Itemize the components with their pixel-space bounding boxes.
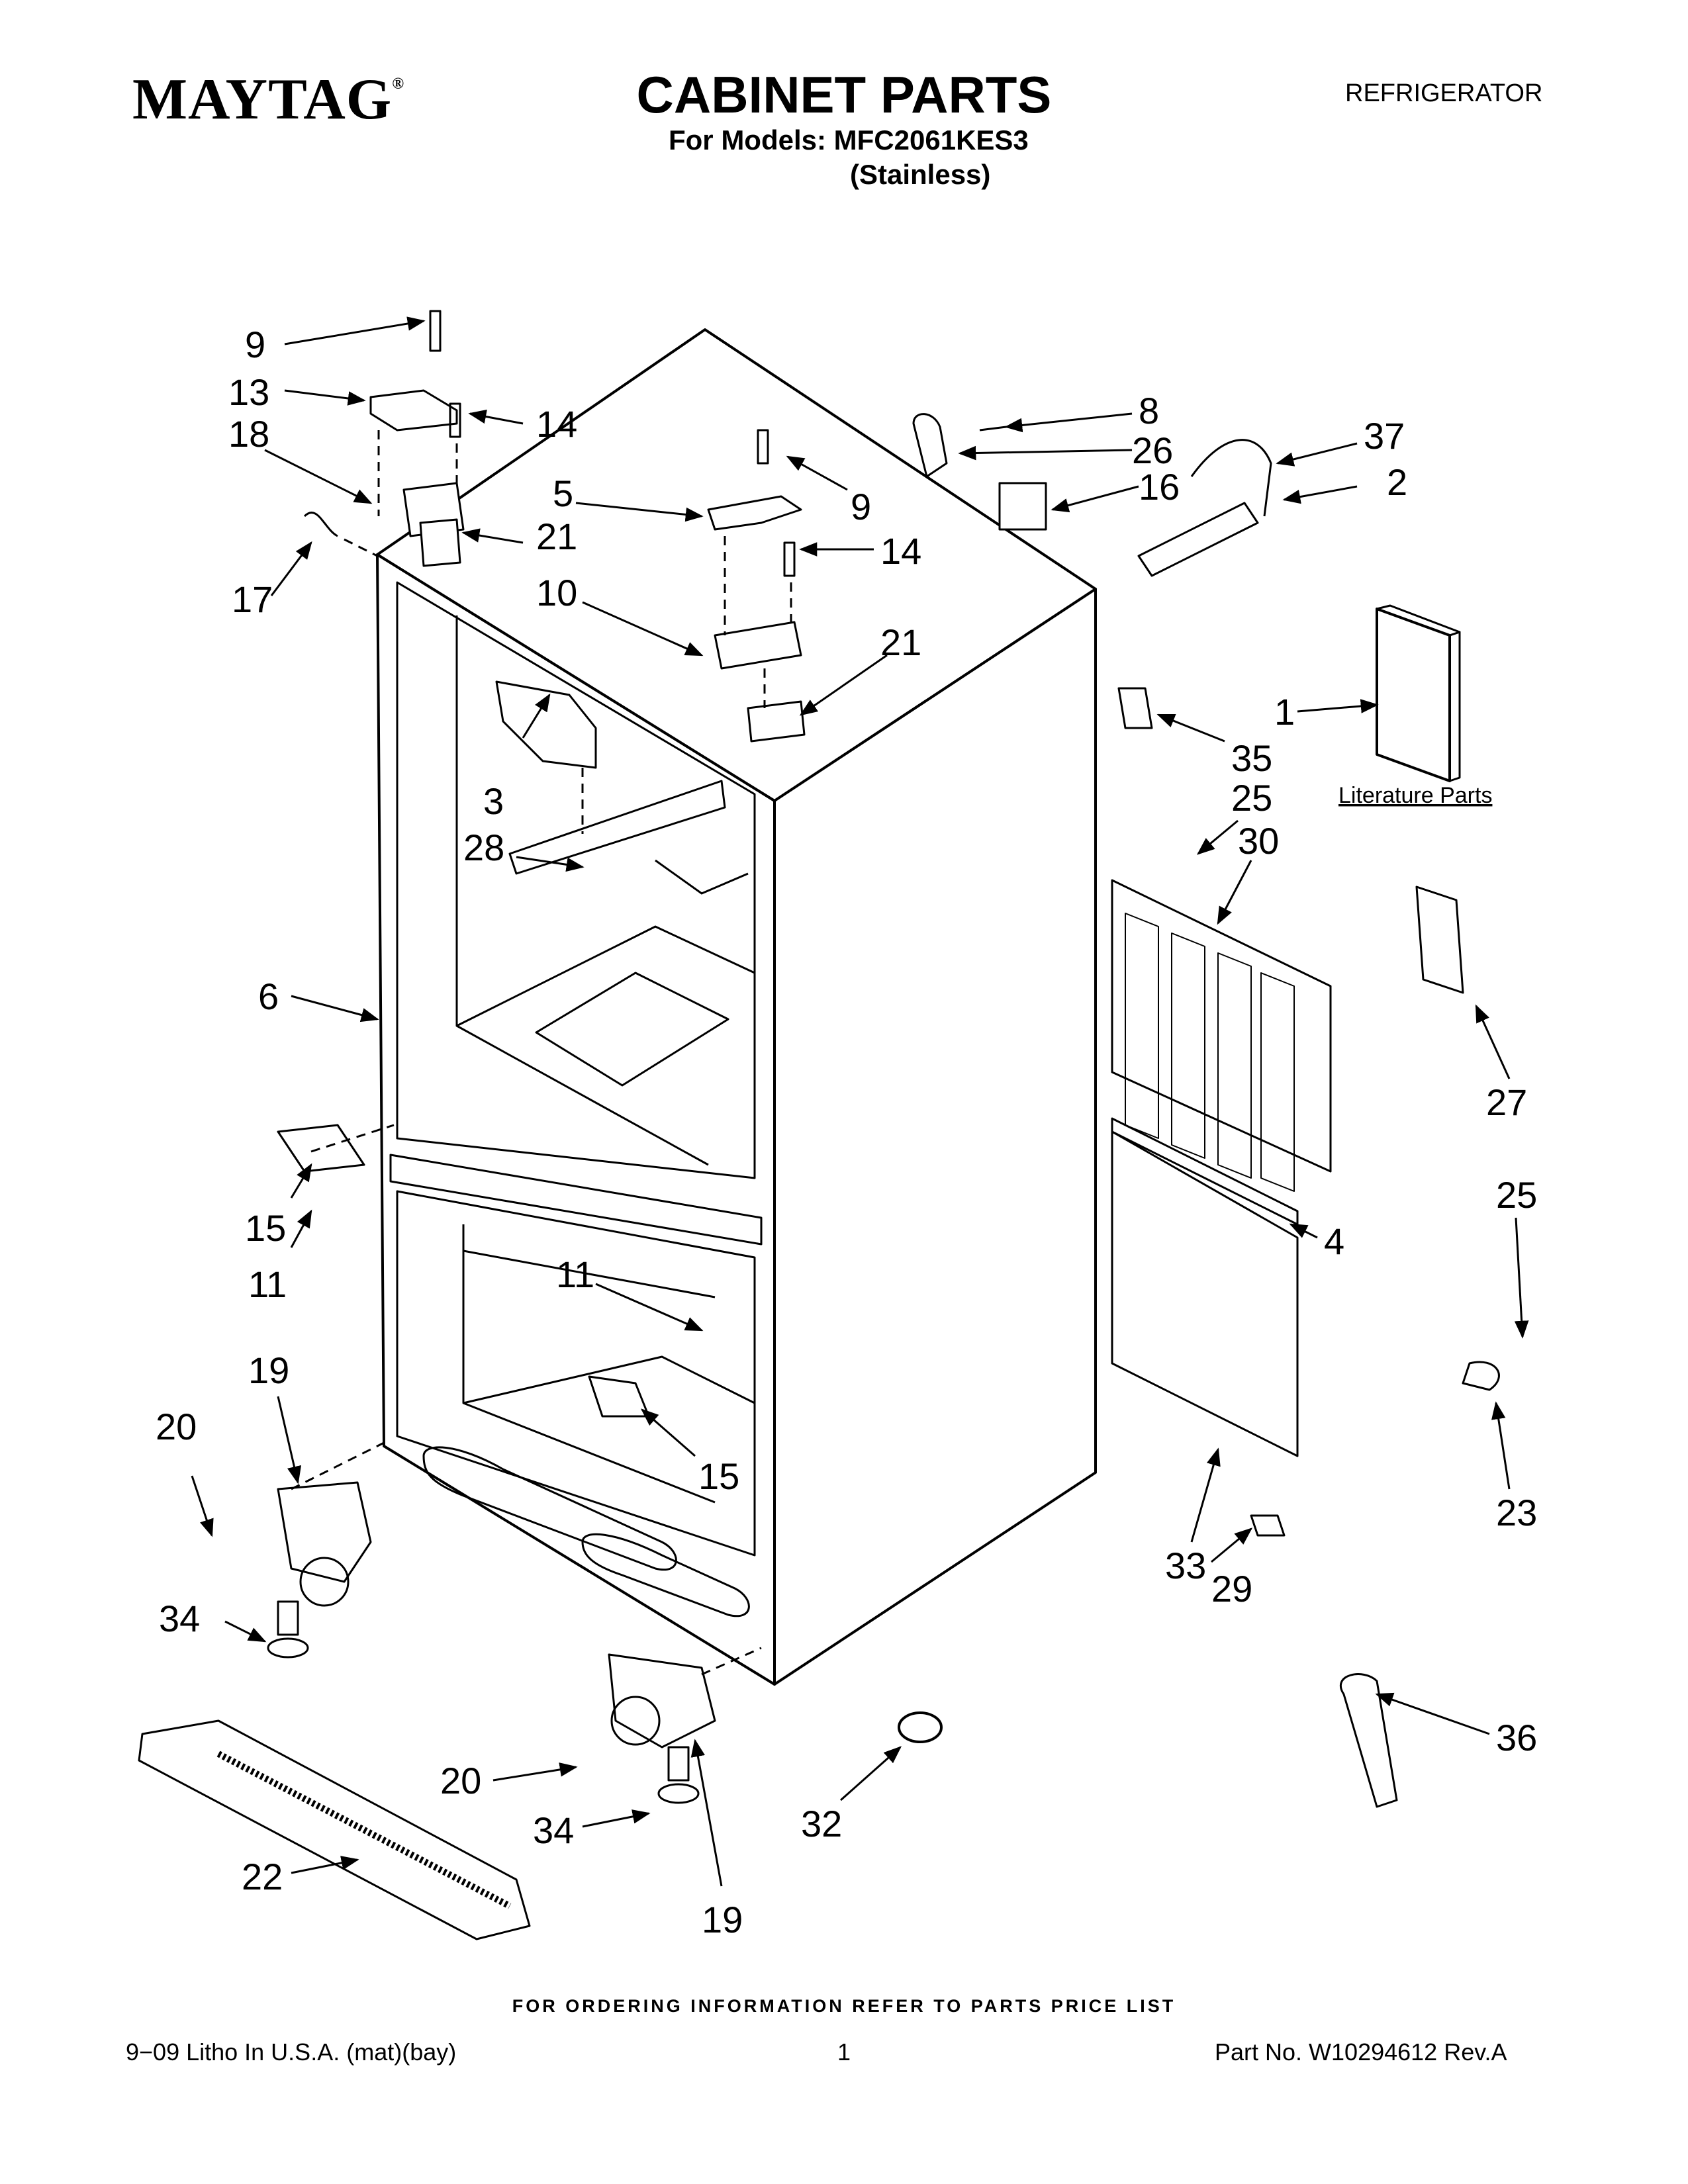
callout-6: 6 bbox=[258, 976, 279, 1017]
callout-20-left: 20 bbox=[156, 1406, 197, 1447]
callout-9-center: 9 bbox=[851, 486, 871, 527]
callout-29: 29 bbox=[1211, 1568, 1252, 1610]
plug-32 bbox=[898, 1711, 943, 1743]
toe-grille bbox=[138, 1719, 531, 1940]
callout-18: 18 bbox=[228, 413, 269, 455]
water-tube bbox=[1137, 502, 1259, 577]
ice-dispenser-housing bbox=[495, 680, 597, 769]
leveling-leg-right bbox=[667, 1746, 690, 1782]
callout-27: 27 bbox=[1486, 1081, 1527, 1123]
brand-name: MAYTAG bbox=[132, 68, 393, 132]
callout-13: 13 bbox=[228, 371, 269, 413]
clip-35 bbox=[1117, 687, 1153, 729]
callout-11-center: 11 bbox=[556, 1253, 594, 1295]
registered-mark: ® bbox=[392, 75, 405, 93]
clamp-23 bbox=[1462, 1361, 1500, 1391]
callout-8: 8 bbox=[1139, 390, 1159, 432]
callout-30: 30 bbox=[1238, 820, 1279, 862]
callout-26: 26 bbox=[1132, 430, 1173, 471]
page-number: 1 bbox=[837, 2038, 851, 2066]
bracket-29 bbox=[1250, 1514, 1286, 1537]
fresh-food-opening bbox=[396, 581, 756, 1179]
bracket-26 bbox=[912, 413, 948, 478]
callout-9-top-left: 9 bbox=[245, 324, 265, 365]
rear-access-panel bbox=[1111, 879, 1332, 1173]
callout-28: 28 bbox=[463, 827, 504, 868]
callout-16: 16 bbox=[1139, 466, 1180, 508]
callout-2: 2 bbox=[1387, 461, 1407, 503]
leveling-leg-left bbox=[277, 1600, 299, 1636]
hinge-bracket-15-left bbox=[277, 1124, 365, 1173]
callout-11-left: 11 bbox=[248, 1263, 287, 1305]
callout-35: 35 bbox=[1231, 737, 1272, 779]
callout-25-lower: 25 bbox=[1496, 1174, 1537, 1216]
callout-34-center: 34 bbox=[533, 1809, 574, 1851]
callout-37: 37 bbox=[1364, 415, 1405, 457]
ordering-note: FOR ORDERING INFORMATION REFER TO PARTS … bbox=[512, 1996, 1176, 2016]
hinge-left bbox=[369, 389, 458, 432]
lower-panel bbox=[1111, 1130, 1299, 1457]
category-label: REFRIGERATOR bbox=[1345, 79, 1543, 107]
clip-16 bbox=[998, 482, 1047, 531]
hinge-right bbox=[707, 495, 802, 531]
callout-19-left: 19 bbox=[248, 1349, 289, 1391]
literature-booklet bbox=[1376, 608, 1451, 782]
callout-21-left: 21 bbox=[536, 516, 577, 557]
callout-19-center: 19 bbox=[702, 1899, 743, 1940]
callout-20-center: 20 bbox=[440, 1760, 481, 1801]
page-title: CABINET PARTS bbox=[636, 66, 1052, 124]
callout-25-upper: 25 bbox=[1231, 777, 1272, 819]
divider-mullion bbox=[389, 1154, 763, 1246]
cabinet-side bbox=[773, 588, 1097, 1686]
callout-4: 4 bbox=[1324, 1220, 1344, 1262]
callout-34-left: 34 bbox=[159, 1598, 200, 1639]
callout-5: 5 bbox=[553, 473, 573, 514]
callout-15-center: 15 bbox=[698, 1455, 739, 1497]
channel-27 bbox=[1415, 886, 1464, 994]
callout-10: 10 bbox=[536, 572, 577, 614]
part-36 bbox=[1339, 1673, 1398, 1808]
callout-1: 1 bbox=[1274, 691, 1295, 733]
literature-parts-label: Literature Parts bbox=[1338, 783, 1492, 808]
roller-assembly-left bbox=[277, 1481, 372, 1583]
callout-14-center: 14 bbox=[880, 530, 921, 572]
callout-33: 33 bbox=[1165, 1545, 1206, 1586]
callout-32: 32 bbox=[801, 1803, 842, 1844]
callout-17: 17 bbox=[232, 578, 273, 620]
callout-14-left: 14 bbox=[536, 403, 577, 445]
part-number: Part No. W10294612 Rev.A bbox=[1215, 2038, 1507, 2066]
vent-grille bbox=[1260, 972, 1295, 1192]
callout-21-center: 21 bbox=[880, 621, 921, 663]
callout-22: 22 bbox=[242, 1856, 283, 1897]
variant-line: (Stainless) bbox=[850, 159, 991, 190]
callout-23: 23 bbox=[1496, 1492, 1537, 1533]
brand-logo: MAYTAG® bbox=[132, 66, 404, 133]
roller-assembly-right bbox=[608, 1653, 716, 1749]
freezer-opening bbox=[396, 1190, 756, 1557]
callout-36: 36 bbox=[1496, 1717, 1537, 1758]
callout-15-left: 15 bbox=[245, 1207, 286, 1249]
litho-note: 9−09 Litho In U.S.A. (mat)(bay) bbox=[126, 2038, 457, 2066]
callout-3: 3 bbox=[483, 780, 504, 822]
models-line: For Models: MFC2061KES3 bbox=[669, 124, 1029, 156]
